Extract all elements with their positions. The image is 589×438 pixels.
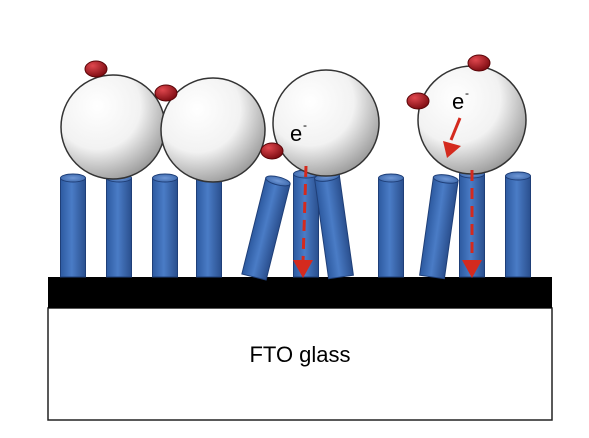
fto-glass-label: FTO glass xyxy=(249,342,350,367)
nanoparticle xyxy=(272,69,380,177)
dye-molecule xyxy=(467,54,491,72)
nanoparticle xyxy=(417,65,527,175)
nanoparticle-group xyxy=(60,65,527,183)
injection-arrow-icon xyxy=(443,141,461,158)
svg-text:-: - xyxy=(465,86,469,100)
dye-molecule xyxy=(154,84,178,102)
nanoparticle xyxy=(160,77,266,183)
nanorod xyxy=(60,173,86,278)
electron-path-right xyxy=(443,117,482,278)
dye-molecule xyxy=(406,92,430,110)
dye-molecule xyxy=(260,142,284,160)
nanorod xyxy=(152,173,178,278)
electron-label: e - xyxy=(290,118,307,146)
nanorod xyxy=(419,174,459,280)
conductive-layer xyxy=(48,277,552,308)
nanorod xyxy=(378,173,404,278)
nanoparticle xyxy=(60,74,166,180)
dye-molecule-group xyxy=(84,54,491,160)
electron-path-left xyxy=(293,165,313,278)
nanorod xyxy=(106,173,132,278)
dye-molecule xyxy=(84,60,108,78)
nanorod xyxy=(196,173,222,278)
down-arrow-icon xyxy=(462,260,482,278)
svg-text:e: e xyxy=(452,89,464,114)
nanorod xyxy=(314,172,354,280)
nanorod xyxy=(505,171,531,278)
svg-text:-: - xyxy=(303,118,307,132)
electron-label: e - xyxy=(452,86,469,114)
down-arrow-icon xyxy=(293,260,313,278)
svg-text:e: e xyxy=(290,121,302,146)
nanorod xyxy=(241,175,291,281)
fto-glass-substrate xyxy=(47,307,553,421)
nanorod-array xyxy=(60,169,531,281)
